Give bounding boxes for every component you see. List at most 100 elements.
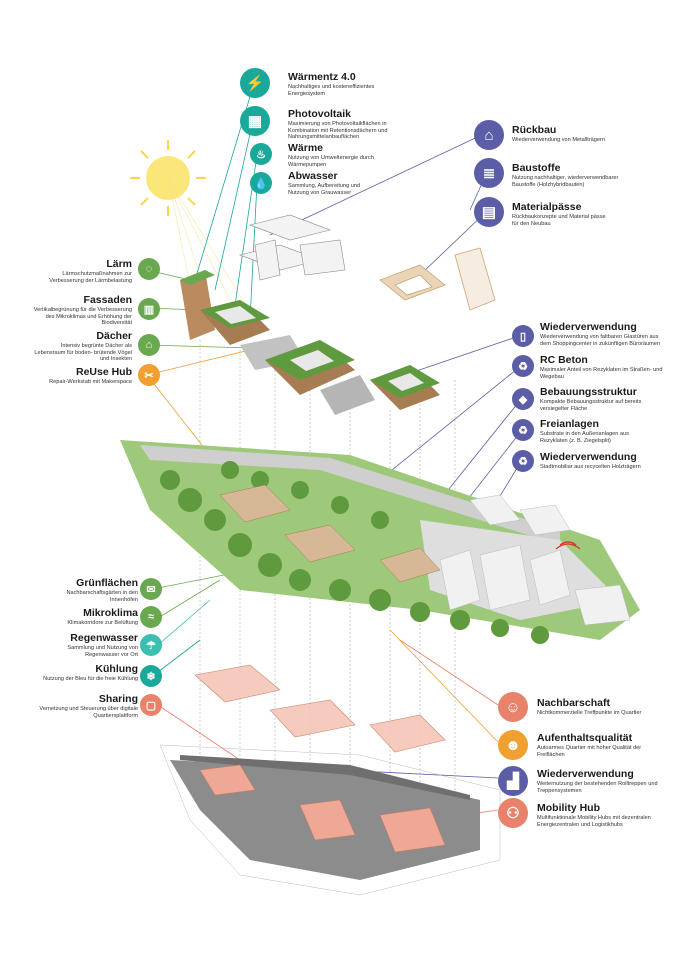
label-title: Wiederverwendung	[540, 321, 637, 333]
label-desc: Nutzung nachhaltiger, wiederverwendbarer…	[512, 175, 619, 188]
label-mobility-hub: Mobility Hub Multifunktionale Mobility H…	[537, 802, 687, 828]
rain-icon: ☂	[140, 634, 162, 656]
label-abwasser: Abwasser Sammlung, Aufbereitung und Nutz…	[288, 170, 438, 196]
door-icon: ▯	[512, 325, 534, 347]
label-laerm: Lärm Lärmschutzmaßnahmen zur Verbesserun…	[32, 258, 132, 284]
label-gruenflaechen: Grünflächen Nachbarschaftsgärten in den …	[38, 577, 138, 603]
label-desc: Nichtkommerzielle Treffpunkte im Quartie…	[537, 710, 642, 716]
community-icon: ☻	[498, 730, 528, 760]
recycle-leaf-icon: ♻	[512, 419, 534, 441]
label-title: Lärm	[106, 258, 132, 270]
label-fassaden: Fassaden Vertikalbegrünung für die Verbe…	[32, 294, 132, 327]
label-desc: Weiternutzung der bestehenden Rolltreppe…	[537, 781, 658, 794]
label-waermenetz: Wärmentz 4.0 Nachhaltiges und kosteneffi…	[288, 71, 438, 97]
bench-icon: ♻	[512, 450, 534, 472]
label-desc: Wiederverwendung von Metallträgern	[512, 137, 605, 143]
label-wiederverwendung-rolltreppen: Wiederverwendung Weiternutzung der beste…	[537, 768, 687, 794]
label-title: Freianlagen	[540, 418, 599, 430]
label-title: Baustoffe	[512, 162, 561, 174]
stairs-icon: ▟	[498, 766, 528, 796]
reuse-frames	[238, 214, 346, 281]
label-title: Wärmentz 4.0	[288, 71, 356, 83]
label-wiederverwendung-glastueren: Wiederverwendung Wiederverwendung von fa…	[540, 321, 690, 347]
label-materialpaesse: Materialpässe Rückbaukonzepte und Materi…	[512, 201, 662, 227]
label-title: Sharing	[98, 693, 138, 705]
label-desc: Sammlung und Nutzung von Regenwasser vor…	[67, 645, 138, 658]
label-desc: Intensiv begrünte Dächer als Lebensraum …	[34, 343, 132, 363]
label-title: Mobility Hub	[537, 802, 600, 814]
facade-icon: ▥	[138, 298, 160, 320]
recycle-icon: ♻	[512, 355, 534, 377]
label-desc: Vertikalbegrünung für die Verbesserung d…	[33, 307, 132, 327]
label-desc: Nutzung von Umweltenergie durch Wärmepum…	[288, 155, 374, 168]
garden-icon: ✉	[140, 578, 162, 600]
label-title: RC Beton	[540, 354, 588, 366]
label-title: Dächer	[96, 330, 132, 342]
house-icon: ⌂	[474, 120, 504, 150]
label-title: Rückbau	[512, 124, 557, 136]
network-icon: ⚇	[498, 798, 528, 828]
label-bebauungsstruktur: Bebauungsstruktur Kompakte Bebauungsstru…	[540, 386, 690, 412]
label-desc: Nachhaltiges und kosteneffizientes Energ…	[288, 84, 375, 97]
label-desc: Autoarmes Quartier mit hoher Qualität de…	[537, 745, 642, 758]
tools-icon: ✂	[138, 364, 160, 386]
noise-icon: ◌	[138, 258, 160, 280]
label-daecher: Dächer Intensiv begrünte Dächer als Lebe…	[32, 330, 132, 363]
label-title: Materialpässe	[512, 201, 582, 213]
label-title: Aufenthaltsqualität	[537, 732, 633, 744]
timber-frame-module	[379, 247, 496, 311]
label-wiederverwendung-stadtmobiliar: Wiederverwendung Stadtmobiliar aus recyc…	[540, 451, 690, 471]
label-title: Photovoltaik	[288, 108, 352, 120]
label-reuse-hub: ReUse Hub Repair-Werkstatt mit Makerspac…	[32, 366, 132, 386]
people-bike-icon: ☺	[498, 692, 528, 722]
label-desc: Sammlung, Aufbereitung und Nutzung von G…	[288, 183, 361, 196]
cube-icon: ◆	[512, 388, 534, 410]
label-title: Fassaden	[83, 294, 132, 306]
label-rc-beton: RC Beton Maximaler Anteil von Rezyklaten…	[540, 354, 690, 380]
district-plan	[120, 440, 640, 644]
label-desc: Maximaler Anteil von Rezyklaten im Straß…	[540, 367, 663, 380]
label-title: ReUse Hub	[75, 366, 132, 378]
label-sharing: Sharing Vernetzung und Steuerung über di…	[38, 693, 138, 719]
label-title: Abwasser	[288, 170, 338, 182]
green-buildings	[180, 270, 440, 415]
label-rueckbau: Rückbau Wiederverwendung von Metallträge…	[512, 124, 662, 144]
label-waerme: Wärme Nutzung von Umweltenergie durch Wä…	[288, 142, 438, 168]
label-nachbarschaft: Nachbarschaft Nichtkommerzielle Treffpun…	[537, 697, 687, 717]
lightning-icon: ⚡	[240, 68, 270, 98]
heat-pump-icon: ♨	[250, 143, 272, 165]
label-desc: Kompakte Bebauungsstruktur auf bereits v…	[540, 399, 642, 412]
wind-icon: ≈	[140, 606, 162, 628]
label-baustoffe: Baustoffe Nutzung nachhaltiger, wiederve…	[512, 162, 662, 188]
timber-icon: ≣	[474, 158, 504, 188]
label-desc: Repair-Werkstatt mit Makerspace	[49, 379, 132, 385]
label-regenwasser: Regenwasser Sammlung und Nutzung von Reg…	[38, 632, 138, 658]
label-title: Regenwasser	[70, 632, 138, 644]
label-title: Wärme	[288, 142, 324, 154]
sun-icon	[130, 140, 256, 321]
label-aufenthaltsqualitaet: Aufenthaltsqualität Autoarmes Quartier m…	[537, 732, 687, 758]
label-desc: Substrate in den Außenanlagen aus Rezykl…	[540, 431, 629, 444]
label-title: Wiederverwendung	[540, 451, 637, 463]
label-title: Mikroklima	[83, 607, 138, 619]
label-freianlagen: Freianlagen Substrate in den Außenanlage…	[540, 418, 690, 444]
phone-icon: ▢	[140, 694, 162, 716]
solar-panel-icon: ▦	[240, 106, 270, 136]
cooling-icon: ❄	[140, 665, 162, 687]
label-kuehlung: Kühlung Nutzung der Bleu für die freie K…	[38, 663, 138, 683]
bricks-icon: ▤	[474, 197, 504, 227]
roof-icon: ⌂	[138, 334, 160, 356]
label-photovoltaik: Photovoltaik Maximierung von Photovoltai…	[288, 108, 438, 141]
label-desc: Nachbarschaftsgärten in den Innenhöfen	[66, 590, 138, 603]
label-desc: Lärmschutzmaßnahmen zur Verbesserung der…	[49, 271, 132, 284]
label-title: Bebauungsstruktur	[540, 386, 637, 398]
label-desc: Vernetzung und Steuerung über digitale Q…	[39, 706, 138, 719]
label-title: Grünflächen	[76, 577, 138, 589]
label-title: Wiederverwendung	[537, 768, 634, 780]
label-mikroklima: Mikroklima Klimakorridore zur Belüftung	[38, 607, 138, 627]
label-title: Kühlung	[95, 663, 138, 675]
label-desc: Stadtmobiliar aus recycelten Holzträgern	[540, 464, 641, 470]
label-desc: Multifunktionale Mobility Hubs mit dezen…	[537, 815, 651, 828]
label-title: Nachbarschaft	[537, 697, 610, 709]
